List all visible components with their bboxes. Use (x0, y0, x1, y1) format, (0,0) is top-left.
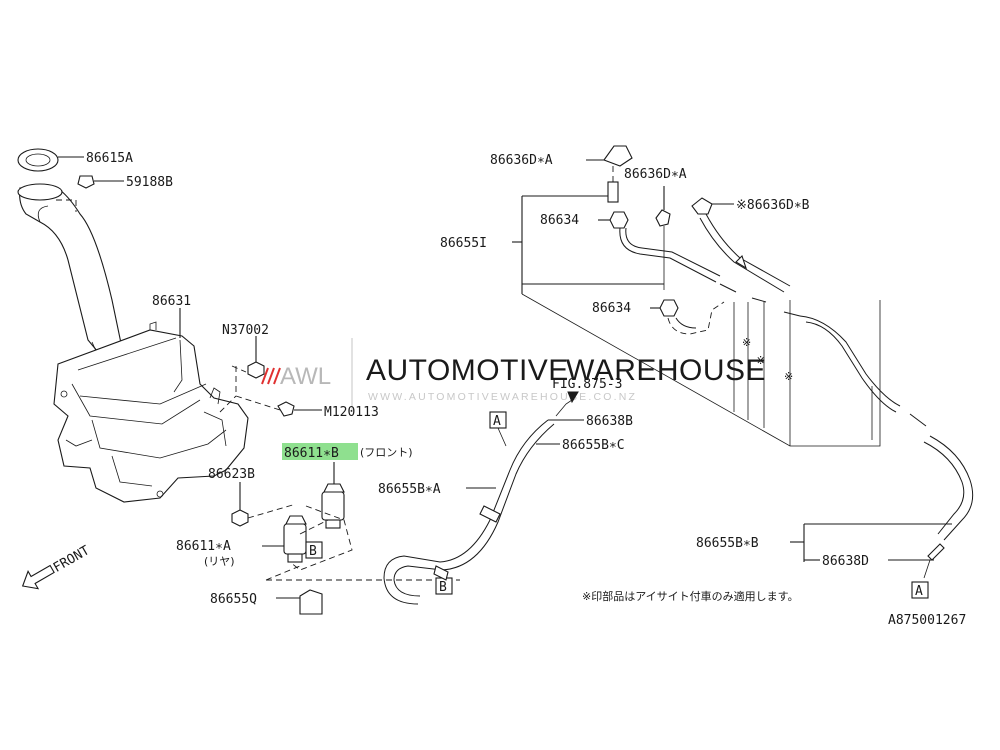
label-86636DB: ※86636D∗B (736, 198, 810, 213)
ref-a-mid: A (493, 414, 501, 429)
diagram-id: A875001267 (888, 613, 966, 628)
label-86636DA-second: 86636D∗A (624, 167, 687, 182)
label-86634-upper: 86634 (540, 213, 579, 228)
rear-pump-shape (283, 523, 307, 555)
check-valve-lower-shape (659, 299, 679, 317)
check-valve-upper-shape (609, 211, 629, 229)
bolt-M120113-shape (277, 401, 295, 417)
label-86611A: 86611∗A (176, 539, 231, 554)
label-fig-ref: FIG.875-3 (552, 377, 622, 392)
ref-b-box-left (305, 541, 323, 559)
label-59188B: 59188B (126, 175, 173, 190)
label-86655BA: 86655B∗A (378, 482, 441, 497)
watermark-brand-automotive: AUTOMOTIVE (366, 354, 569, 387)
nozzle-eyesight-shape (691, 197, 713, 215)
eyesight-marker-3: ※ (784, 370, 793, 383)
awl-text: AWL (280, 363, 331, 390)
label-86615A: 86615A (86, 151, 133, 166)
label-86623B: 86623B (208, 467, 255, 482)
filler-neck-shape (19, 187, 123, 353)
rear-washer-hose: A (383, 391, 584, 605)
washer-pumps: B B (231, 462, 460, 615)
front-arrow-icon (21, 564, 55, 590)
label-86655Q: 86655Q (210, 592, 257, 607)
label-M120113: M120113 (324, 405, 379, 420)
label-86636DA-top: 86636D∗A (490, 153, 553, 168)
label-86611B: 86611∗B (284, 446, 339, 461)
label-86638B: 86638B (586, 414, 633, 429)
fig-ref-arrow-icon (567, 391, 579, 404)
ref-b-left: B (309, 544, 317, 559)
washer-tank-assembly: FRONT (17, 148, 322, 590)
clip-59188B-shape (77, 175, 95, 189)
label-86655BC: 86655B∗C (562, 438, 625, 453)
ref-a-right: A (915, 584, 923, 599)
nozzle-top-shape (603, 145, 633, 167)
eyesight-marker-2: ※ (756, 354, 765, 367)
label-N37002: N37002 (222, 323, 269, 338)
nut-N37002-shape (247, 361, 265, 379)
label-86631: 86631 (152, 294, 191, 309)
ref-a-box-right (911, 581, 929, 599)
highlight-86611B (282, 443, 358, 460)
eyesight-marker-1: ※ (742, 336, 751, 349)
label-86634-lower: 86634 (592, 301, 631, 316)
filler-cap-shape (17, 148, 59, 172)
ref-b-right: B (439, 580, 447, 595)
front-arrow: FRONT (21, 543, 93, 590)
label-86611A-note: (リヤ) (204, 555, 235, 568)
grommet-86623B-shape (231, 509, 249, 527)
footnote: ※印部品はアイサイト付車のみ適用します。 (582, 589, 799, 603)
nozzle-second-shape (655, 209, 671, 227)
part-labels: 86615A 59188B 86631 N37002 M120113 86611… (86, 151, 966, 628)
label-86638D: 86638D (822, 554, 869, 569)
front-pump-shape (321, 491, 345, 521)
label-86655BB: 86655B∗B (696, 536, 759, 551)
front-nozzle-hoses: A ※ ※ ※ (512, 145, 974, 599)
connector-86655Q-shape (299, 589, 323, 615)
awl-logo: AWL (261, 363, 331, 390)
washer-tank-shape (53, 329, 249, 503)
watermark-url: WWW.AUTOMOTIVEWAREHOUSE.CO.NZ (368, 391, 637, 403)
front-label: FRONT (51, 543, 93, 576)
watermark: AWL AUTOMOTIVE WAREHOUSE WWW.AUTOMOTIVEW… (261, 338, 766, 412)
label-86655I: 86655I (440, 236, 487, 251)
label-86611B-note: (フロント) (360, 446, 413, 459)
watermark-brand-warehouse: WAREHOUSE (566, 354, 766, 387)
hose-86655B-outer (383, 419, 549, 605)
